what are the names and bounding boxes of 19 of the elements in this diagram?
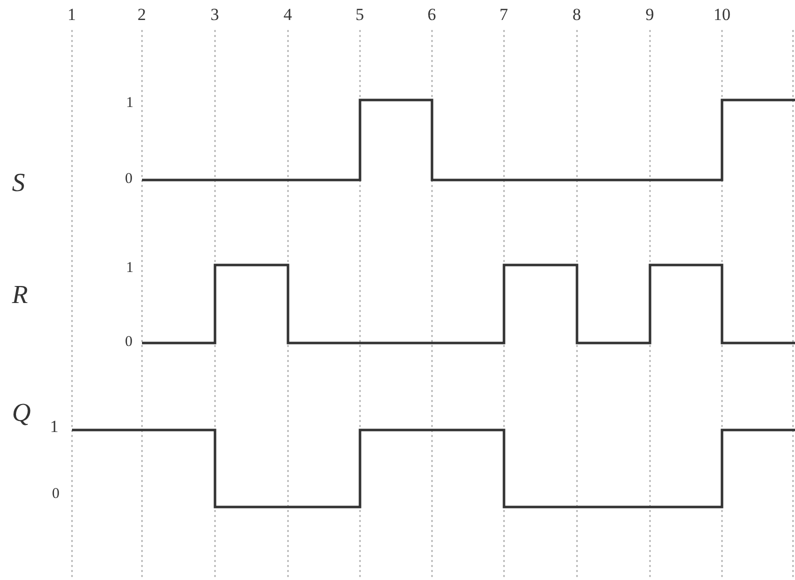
time-step-number: 6 — [428, 6, 436, 23]
logic-level: 0 — [125, 172, 132, 187]
signal-name: S — [12, 170, 25, 196]
logic-level: 1 — [126, 96, 134, 111]
time-step-number: 7 — [500, 6, 508, 23]
time-step-number: 10 — [714, 6, 730, 23]
logic-level: 0 — [52, 487, 60, 502]
time-step-number: 8 — [572, 6, 581, 23]
time-step-number: 5 — [356, 6, 364, 23]
logic-level: 0 — [125, 335, 132, 350]
time-step-number: 2 — [138, 6, 146, 23]
signal-name: Q — [12, 400, 31, 426]
signal-name: R — [12, 282, 28, 308]
logic-level: 1 — [50, 418, 58, 435]
time-step-number: 3 — [210, 6, 219, 23]
time-step-number: 9 — [646, 6, 654, 23]
time-step-number: 4 — [284, 6, 292, 23]
time-step-number: 1 — [68, 6, 76, 23]
logic-level: 1 — [126, 261, 134, 276]
